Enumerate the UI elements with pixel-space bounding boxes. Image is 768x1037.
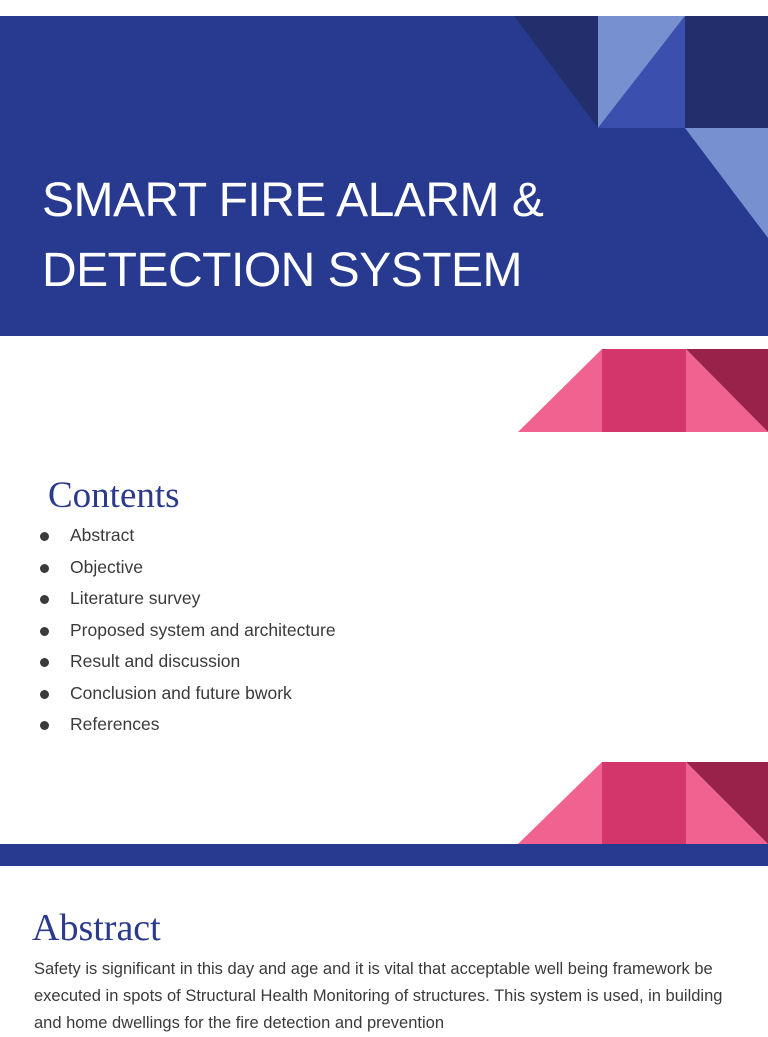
contents-heading: Contents: [48, 475, 180, 516]
abstract-paragraph: Safety is significant in this day and ag…: [34, 960, 723, 1032]
list-item: References: [0, 709, 336, 741]
bullet-icon: [40, 721, 49, 730]
contents-list: Abstract Objective Literature survey Pro…: [0, 520, 336, 741]
bullet-icon: [40, 689, 49, 699]
list-item-label: Result and discussion: [70, 651, 241, 671]
abstract-heading: Abstract: [32, 907, 161, 949]
list-item: Result and discussion: [0, 646, 336, 678]
bullet-icon: [40, 658, 49, 667]
title-banner: SMART FIRE ALARM & DETECTION SYSTEM: [0, 16, 768, 336]
list-item: Abstract: [0, 520, 336, 552]
list-item: Proposed system and architecture: [0, 615, 336, 647]
pink-geometric-decoration-bottom: [518, 762, 768, 844]
list-item-label: References: [70, 714, 160, 734]
bullet-icon: [40, 563, 49, 573]
banner-geometric-shapes: [514, 16, 768, 238]
list-item-label: Conclusion and future bwork: [70, 682, 292, 703]
document-title: SMART FIRE ALARM & DETECTION SYSTEM: [42, 174, 544, 297]
slide-divider: [0, 844, 768, 866]
list-item-label: Abstract: [70, 525, 135, 545]
list-item: Objective: [0, 552, 336, 584]
list-item-label: Proposed system and architecture: [70, 619, 336, 640]
bullet-icon: [40, 532, 49, 541]
bullet-icon: [40, 595, 49, 604]
list-item: Literature survey: [0, 583, 336, 615]
list-item: Conclusion and future bwork: [0, 678, 336, 710]
top-margin-strip: [0, 0, 768, 16]
list-item-label: Objective: [70, 556, 143, 577]
list-item-label: Literature survey: [70, 588, 201, 608]
pink-geometric-decoration-top: [518, 349, 768, 432]
bullet-icon: [40, 626, 49, 636]
